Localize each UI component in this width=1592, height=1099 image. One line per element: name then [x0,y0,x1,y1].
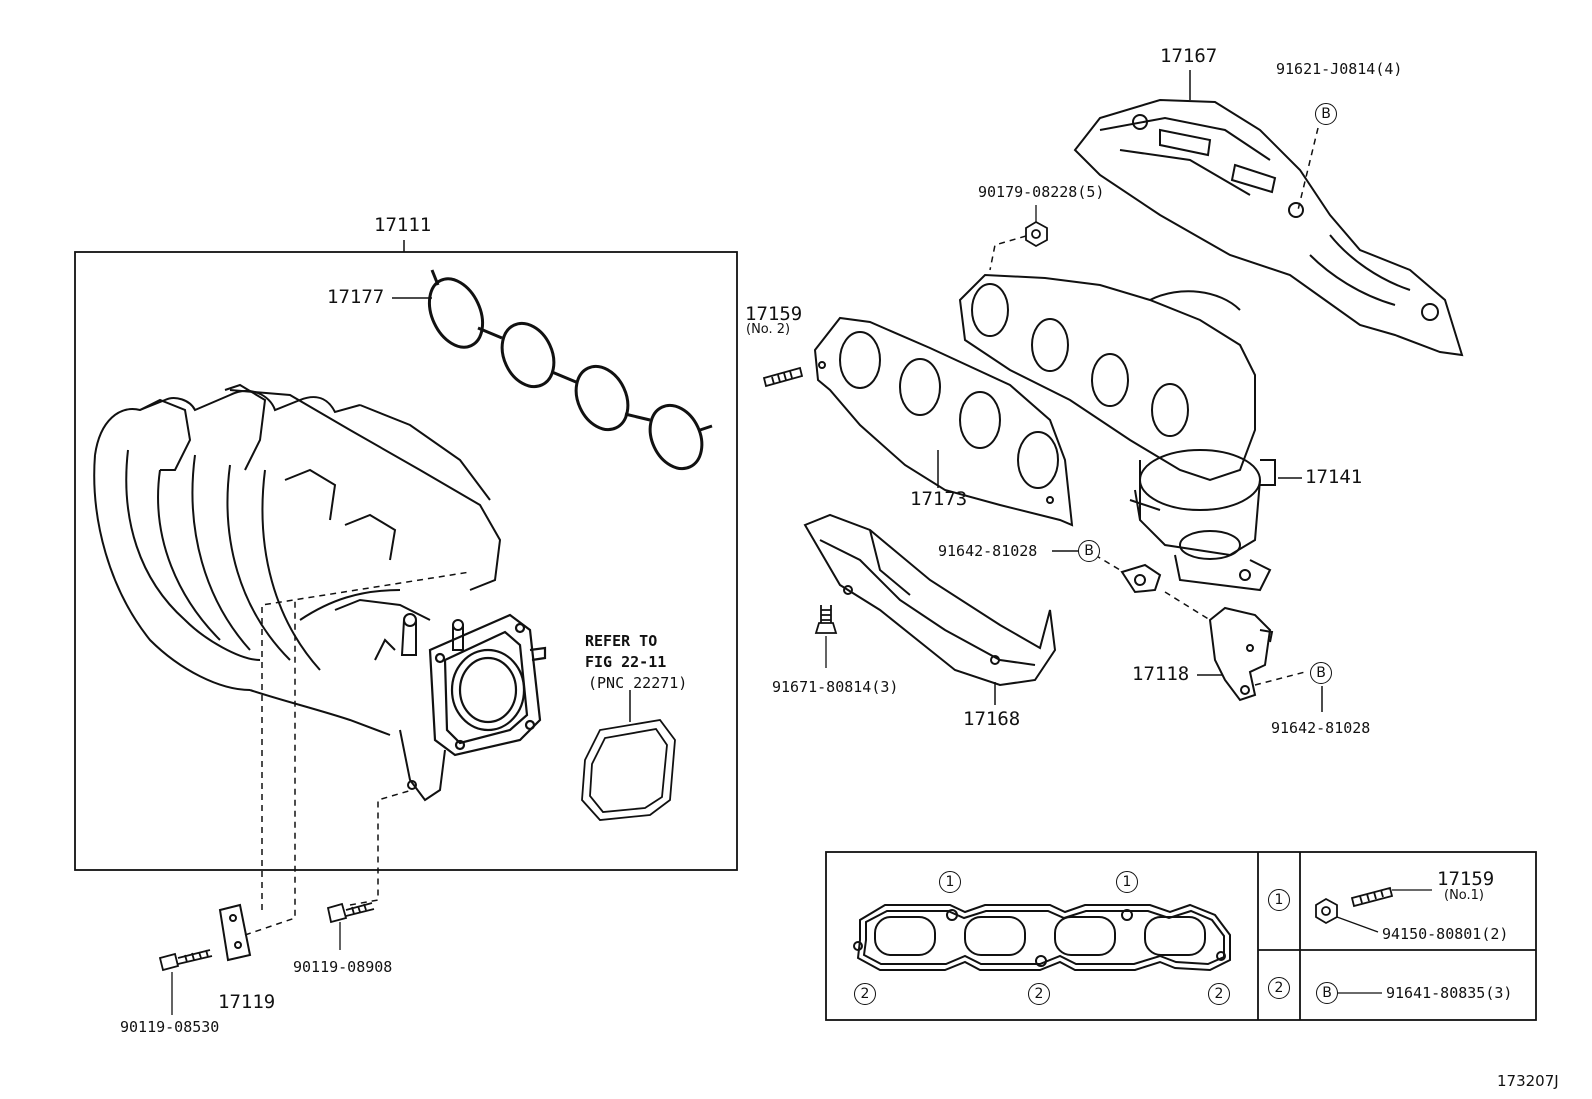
marker-b-right: B [1310,662,1332,684]
part-number-90119-08908: 90119-08908 [293,958,393,976]
stud-17159-no1 [1350,886,1432,908]
bolt-91671-80814 [814,605,838,668]
part-number-17167: 17167 [1160,45,1218,67]
heat-insulator-17167 [1073,98,1464,357]
part-number-17119: 17119 [218,991,276,1013]
part-note-17159-no1: (No.1) [1444,888,1484,903]
intake-manifold-body [93,383,502,802]
stud-17159-no2 [762,366,804,388]
part-number-17168: 17168 [963,708,1021,730]
part-number-90119-08530: 90119-08530 [120,1018,220,1036]
part-number-17141: 17141 [1305,466,1363,488]
legend-marker-1: 1 [1268,889,1290,911]
refer-line-3: (PNC 22271) [588,674,688,692]
heat-insulator-17168 [803,513,1057,687]
nut-94150-80801 [1315,897,1379,933]
marker-2-a: 2 [854,983,876,1005]
stay-17118 [1120,563,1274,702]
gasket-detail-drawing [853,903,1231,972]
bolt-90119-08530 [158,949,213,1015]
marker-b-left: B [1078,540,1100,562]
part-number-17173: 17173 [910,488,968,510]
intake-manifold-assembly-frame [74,251,738,871]
part-number-91642-b: 91642-81028 [1271,719,1371,737]
throttle-body-flange [428,613,547,757]
part-number-17111: 17111 [374,214,432,236]
intake-gasket-17177 [427,269,713,471]
part-number-17159-no2: 17159 [745,303,803,325]
part-number-17118: 17118 [1132,663,1190,685]
marker-2-b: 2 [1028,983,1050,1005]
intake-bolt-leaders [244,571,471,936]
exhaust-manifold-17141 [958,273,1276,592]
marker-b-table: B [1316,982,1338,1004]
part-number-91642-a: 91642-81028 [938,542,1038,560]
refer-line-1: REFER TO [585,632,658,650]
part-number-17177: 17177 [327,286,385,308]
exhaust-manifold-gasket-17173 [813,316,1074,527]
gasket-detail-table [825,851,1537,1021]
marker-1-a: 1 [939,871,961,893]
refer-line-2: FIG 22-11 [585,653,667,671]
part-number-91671: 91671-80814(3) [772,678,899,696]
part-number-94150: 94150-80801(2) [1382,925,1509,943]
legend-marker-2: 2 [1268,977,1290,999]
marker-1-b: 1 [1116,871,1138,893]
figure-id: 173207J [1497,1072,1559,1090]
marker-b-top: B [1315,103,1337,125]
nut-90179-08228 [1025,220,1048,248]
part-number-91641: 91641-80835(3) [1386,984,1513,1002]
marker-2-c: 2 [1208,983,1230,1005]
part-note-17159-no2: (No. 2) [746,322,791,337]
part-number-91621: 91621-J0814(4) [1276,60,1403,78]
bolt-90119-08908 [326,902,375,950]
bracket-17119 [218,903,252,962]
throttle-body-gasket [581,719,676,821]
part-number-17159-no1: 17159 [1437,868,1495,890]
part-number-90179: 90179-08228(5) [978,183,1105,201]
